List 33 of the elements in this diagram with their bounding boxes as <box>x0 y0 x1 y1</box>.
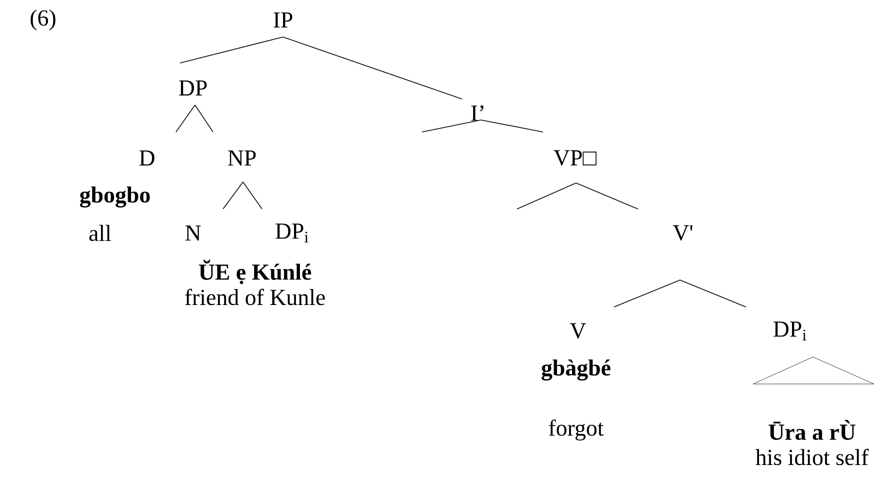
branch-line <box>576 182 638 210</box>
category-label: DP$_{i}$ <box>774 322 806 340</box>
category-label: IP <box>274 12 292 28</box>
branch-line <box>614 280 680 308</box>
example-number: (6) <box>30 10 56 30</box>
branch-line <box>282 36 462 100</box>
word-gloss: gbogbo <box>80 186 150 208</box>
branch-line <box>422 120 482 132</box>
category-label: VP□ <box>554 150 596 166</box>
word-gloss: gbàgbé <box>542 360 610 380</box>
category-label: V' <box>672 225 692 241</box>
branch-line <box>194 104 214 132</box>
translation: all <box>89 224 111 242</box>
branch-line <box>242 182 262 210</box>
translation: friend of Kunle <box>185 288 325 306</box>
branch-line <box>222 182 244 210</box>
category-label: I’ <box>471 105 484 121</box>
category-label: D <box>139 150 154 166</box>
triangle <box>752 356 874 384</box>
word-gloss: ŬE ẹ Kúnlé <box>198 260 312 284</box>
branch-line <box>176 104 196 132</box>
branch-line <box>180 36 284 64</box>
branch-line <box>680 280 746 308</box>
branch-line <box>480 120 544 132</box>
translation: his idiot self <box>756 448 869 466</box>
category-label: N <box>185 225 201 240</box>
category-label: DP <box>179 80 207 96</box>
translation: forgot <box>548 419 604 441</box>
word-gloss: Ūra a rÙ <box>768 420 856 440</box>
category-label: NP <box>228 150 256 166</box>
category-label: V <box>570 323 586 339</box>
branch-line <box>516 182 576 210</box>
category-label: DP$_{i}$ <box>276 224 308 242</box>
